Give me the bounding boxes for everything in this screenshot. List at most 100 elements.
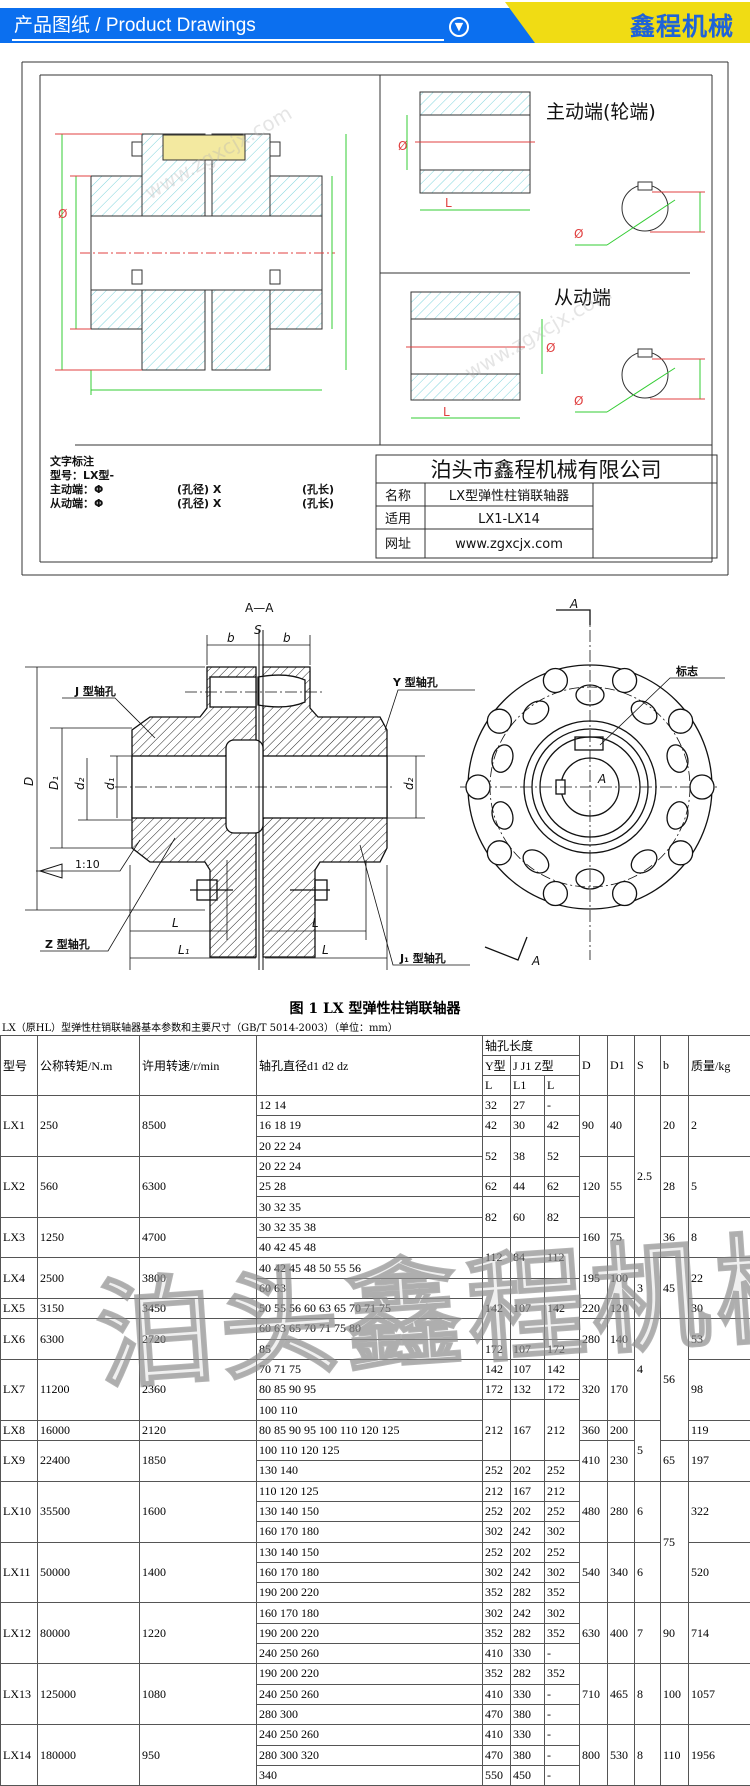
table-cell: LX14 bbox=[1, 1725, 38, 1786]
table-cell: 252 bbox=[483, 1501, 511, 1521]
table-cell: 714 bbox=[689, 1603, 750, 1664]
table-cell: 142 bbox=[483, 1278, 511, 1339]
table-cell: 360 bbox=[580, 1420, 608, 1440]
table-cell: 107 bbox=[511, 1339, 545, 1359]
table-cell: 240 250 260 bbox=[257, 1644, 483, 1664]
table-cell: 172 bbox=[483, 1380, 511, 1400]
dim-D1: D₁ bbox=[47, 776, 61, 790]
table-cell: 50 55 56 60 63 65 70 71 75 bbox=[257, 1298, 483, 1318]
table-cell: 212 bbox=[483, 1400, 511, 1461]
table-cell: LX4 bbox=[1, 1258, 38, 1299]
range-value: LX1-LX14 bbox=[478, 512, 540, 527]
table-cell: 140 bbox=[608, 1319, 635, 1360]
table-cell: 7 bbox=[635, 1603, 661, 1664]
table-cell: 40 42 45 48 bbox=[257, 1238, 483, 1258]
dim-b: b bbox=[283, 631, 291, 645]
pin-hole bbox=[664, 799, 692, 832]
dim-L: L bbox=[172, 916, 179, 930]
table-cell: 400 bbox=[608, 1603, 635, 1664]
table-cell: 202 bbox=[511, 1542, 545, 1562]
table-cell: 3 bbox=[635, 1258, 661, 1319]
table-cell: 100 110 bbox=[257, 1400, 483, 1420]
table-cell: 190 200 220 bbox=[257, 1664, 483, 1684]
mark-label: 标志 bbox=[675, 664, 698, 678]
table-cell: 8 bbox=[635, 1725, 661, 1786]
table-cell: 42 bbox=[545, 1116, 580, 1136]
table-cell: 119 bbox=[689, 1420, 750, 1440]
range-label: 适用 bbox=[385, 512, 411, 527]
end-view bbox=[460, 610, 725, 960]
table-cell: - bbox=[545, 1644, 580, 1664]
table-cell: 410 bbox=[483, 1684, 511, 1704]
table-cell: 530 bbox=[608, 1725, 635, 1786]
table-cell: 44 bbox=[511, 1177, 545, 1197]
table-cell: 540 bbox=[580, 1542, 608, 1603]
table-cell: 280 bbox=[608, 1481, 635, 1542]
table-cell: 240 250 260 bbox=[257, 1725, 483, 1745]
table-cell: 252 bbox=[483, 1461, 511, 1481]
table-cell: 82 bbox=[545, 1197, 580, 1238]
dim-phi: Ø bbox=[546, 341, 555, 355]
table-cell: LX2 bbox=[1, 1156, 38, 1217]
table-cell: 465 bbox=[608, 1664, 635, 1725]
table-cell: 32 bbox=[483, 1096, 511, 1116]
table-cell: LX3 bbox=[1, 1217, 38, 1258]
pin-hole bbox=[489, 742, 517, 775]
table-cell: 252 bbox=[545, 1461, 580, 1481]
table-cell: 125000 bbox=[38, 1664, 140, 1725]
header-y-type: Y型 bbox=[483, 1056, 511, 1076]
table-cell: 550 bbox=[483, 1765, 511, 1785]
table-cell: 142 bbox=[483, 1359, 511, 1379]
table-cell: 1400 bbox=[140, 1542, 257, 1603]
taper-label: 1:10 bbox=[75, 858, 100, 871]
dim-D: D bbox=[22, 777, 36, 786]
name-value: LX型弹性柱销联轴器 bbox=[449, 489, 569, 504]
pin-hole bbox=[627, 696, 661, 729]
table-cell: 98 bbox=[689, 1359, 750, 1420]
table-cell: 1080 bbox=[140, 1664, 257, 1725]
table-cell: LX1 bbox=[1, 1096, 38, 1157]
table-cell: 62 bbox=[545, 1177, 580, 1197]
table-cell: 190 200 220 bbox=[257, 1583, 483, 1603]
notes-bore-dia: (孔径) X bbox=[177, 482, 222, 496]
table-cell: 450 bbox=[511, 1765, 545, 1785]
table-cell: 82 bbox=[483, 1197, 511, 1238]
notes-bore-dia: (孔径) X bbox=[177, 496, 222, 510]
table-cell: 4 bbox=[635, 1319, 661, 1420]
header-Lz: L bbox=[545, 1076, 580, 1096]
pin-hole bbox=[664, 742, 692, 775]
table-cell: 35500 bbox=[38, 1481, 140, 1542]
table-cell: 282 bbox=[511, 1623, 545, 1643]
table-cell: 200 bbox=[608, 1420, 635, 1440]
table-cell: 142 bbox=[545, 1278, 580, 1339]
table-cell: - bbox=[545, 1765, 580, 1785]
table-cell: 30 bbox=[689, 1298, 750, 1318]
header-torque: 公称转矩/N.m bbox=[38, 1036, 140, 1096]
table-cell: 1956 bbox=[689, 1725, 750, 1786]
table-cell: 340 bbox=[608, 1542, 635, 1603]
table-cell: 190 200 220 bbox=[257, 1623, 483, 1643]
table-cell: 110 120 125 bbox=[257, 1481, 483, 1501]
table-cell: 380 bbox=[511, 1704, 545, 1724]
table-cell: 8500 bbox=[140, 1096, 257, 1157]
table-cell: 80 85 90 95 bbox=[257, 1380, 483, 1400]
table-cell: 212 bbox=[483, 1481, 511, 1501]
table-cell: 60 bbox=[511, 1197, 545, 1238]
chevron-down-circle-icon[interactable]: ▼ bbox=[449, 17, 469, 37]
table-cell: 302 bbox=[483, 1603, 511, 1623]
table-cell: 202 bbox=[511, 1461, 545, 1481]
table-cell: 75 bbox=[661, 1481, 689, 1603]
table-cell: 11200 bbox=[38, 1359, 140, 1420]
table-cell: 230 bbox=[608, 1441, 635, 1482]
table-cell: - bbox=[545, 1704, 580, 1724]
table-cell: 27 bbox=[511, 1096, 545, 1116]
header-bore: 轴孔直径d1 d2 dz bbox=[257, 1036, 483, 1096]
table-cell: LX8 bbox=[1, 1420, 38, 1440]
table-cell: 2360 bbox=[140, 1359, 257, 1420]
table-cell: 112 bbox=[545, 1238, 580, 1279]
table-cell: 352 bbox=[483, 1583, 511, 1603]
table-cell: 800 bbox=[580, 1725, 608, 1786]
table-cell: 1250 bbox=[38, 1217, 140, 1258]
